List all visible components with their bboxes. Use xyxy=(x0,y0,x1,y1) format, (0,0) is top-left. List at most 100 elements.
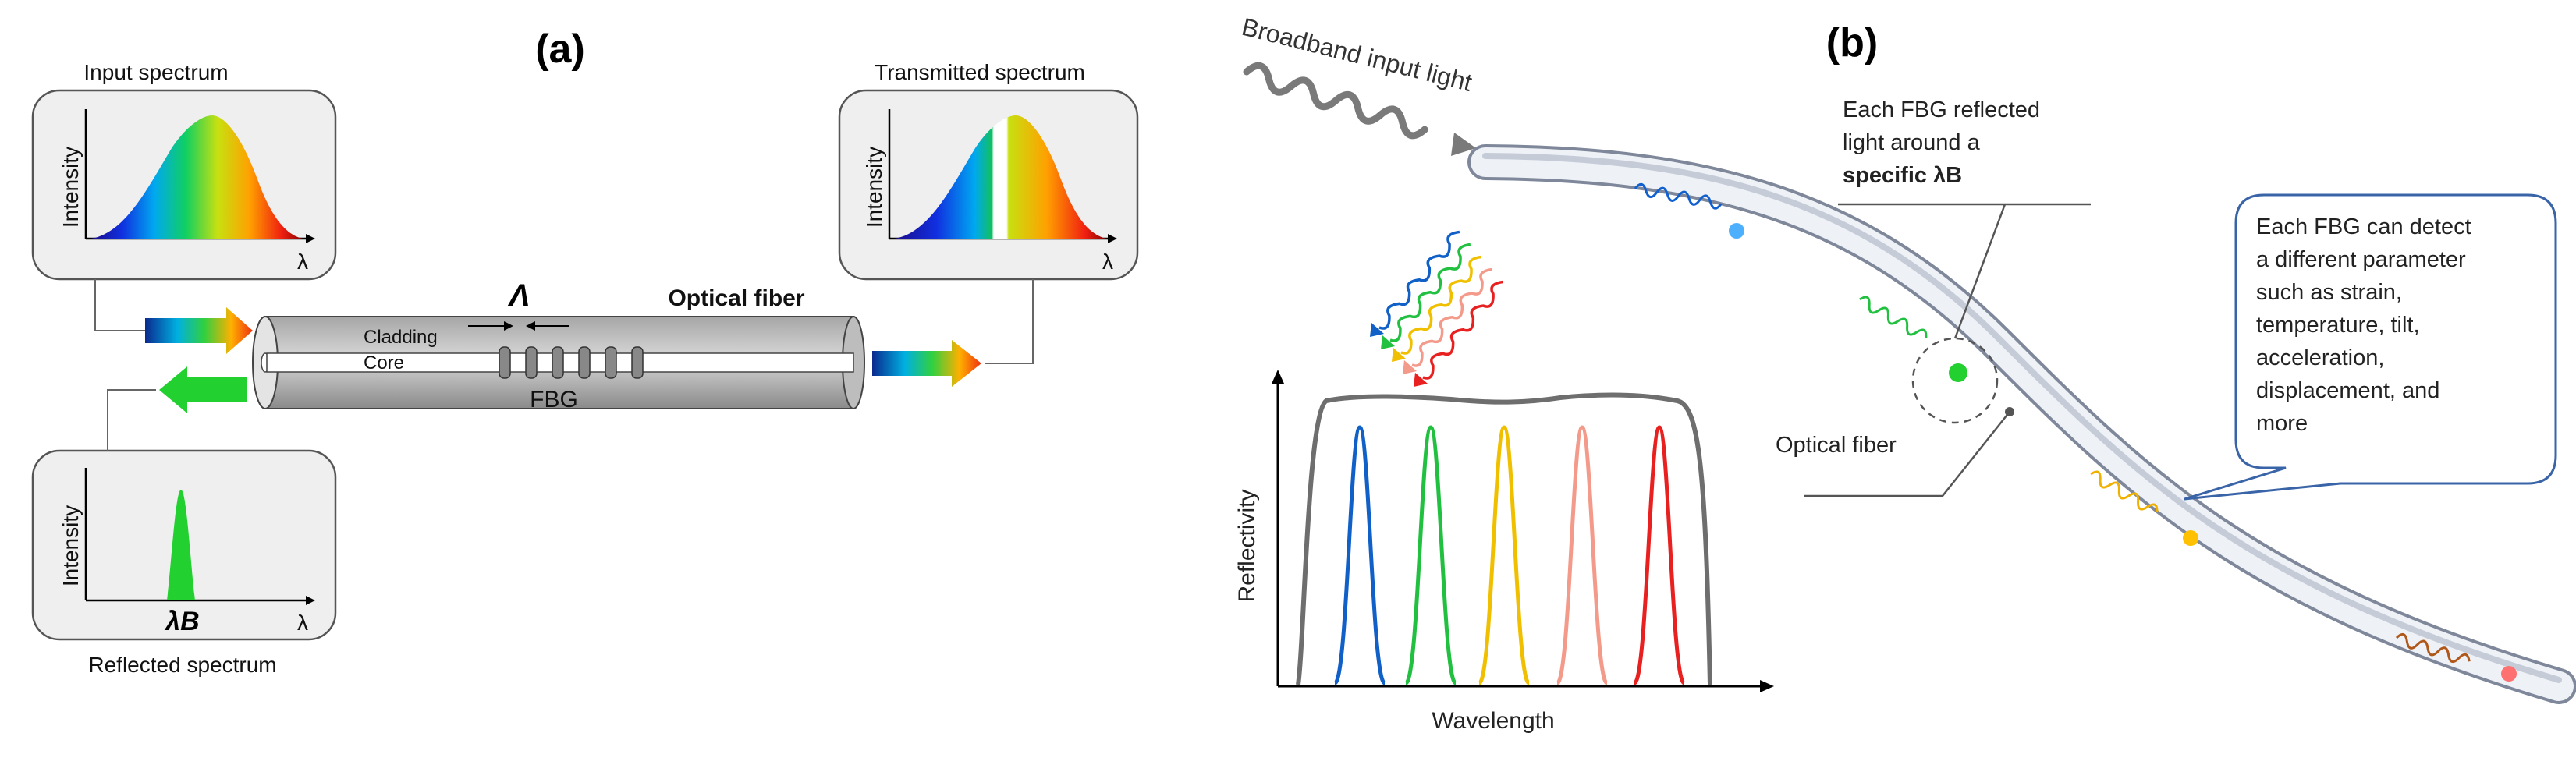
broadband-envelope xyxy=(1296,392,1712,685)
fiber-label-leader xyxy=(1942,411,2010,497)
glow-red xyxy=(2501,666,2517,682)
reflected-connector xyxy=(107,389,156,451)
transmitted-spectrum-curve xyxy=(894,115,1106,239)
chart-xlabel: Wavelength xyxy=(1432,708,1554,734)
fbg-label: FBG xyxy=(530,387,578,413)
input-spectrum-curve xyxy=(90,115,303,239)
reflected-wave-arrowhead xyxy=(1381,335,1395,349)
callout-line: Each FBG can detect xyxy=(2256,214,2471,239)
fiber-label-dot xyxy=(2005,407,2014,416)
callout-line: a different parameter xyxy=(2256,247,2466,272)
fiber-wavelets xyxy=(1634,182,2517,682)
broadband-wave xyxy=(1243,62,1428,140)
callout-line: temperature, tilt, xyxy=(2256,313,2420,338)
callout-bubble: Each FBG can detect a different paramete… xyxy=(2184,193,2557,501)
period-label: Λ xyxy=(508,278,530,313)
broadband-wave-arrowhead xyxy=(1451,133,1476,156)
panel-b-label: (b) xyxy=(1826,20,1878,66)
input-light-arrow xyxy=(145,307,253,354)
fiber-label: Optical fiber xyxy=(1776,433,1897,458)
reflectivity-chart: Reflectivity Wavelength xyxy=(1234,370,1774,734)
reflected-wave-bundle xyxy=(1370,230,1504,387)
reflect-note-line: specific λB xyxy=(1843,163,1962,188)
input-light-label: Broadband input light xyxy=(1239,12,1474,97)
period-arrowhead-left xyxy=(504,321,513,331)
reflected-xlabel: λ xyxy=(297,611,308,635)
reflection-peak xyxy=(1555,425,1609,685)
wavelet-green xyxy=(1859,296,1928,338)
callout-line: such as strain, xyxy=(2256,280,2402,305)
wavelet-red xyxy=(2395,632,2471,664)
callout-line: displacement, and xyxy=(2256,378,2439,403)
reflection-peak xyxy=(1632,425,1687,685)
chart-y-arrowhead xyxy=(1272,370,1284,384)
glow-blue xyxy=(1729,223,1744,239)
reflected-ylabel: Intensity xyxy=(59,505,83,586)
fbg-gratings xyxy=(499,346,644,379)
input-x-arrowhead xyxy=(306,234,315,243)
chart-ylabel: Reflectivity xyxy=(1234,489,1260,602)
grating-line xyxy=(525,346,538,379)
period-arrowhead-right xyxy=(526,321,535,331)
grating-line xyxy=(631,346,644,379)
core-label: Core xyxy=(364,352,404,374)
reflected-wave-arrowhead xyxy=(1403,360,1417,374)
reflect-note-line: Each FBG reflected xyxy=(1843,97,2040,122)
transmitted-connector xyxy=(985,279,1034,364)
reflect-note: Each FBG reflected light around a specif… xyxy=(1838,97,2091,339)
reflection-peaks xyxy=(1332,425,1687,685)
reflect-note-line: light around a xyxy=(1843,130,1981,155)
panel-a-label: (a) xyxy=(535,27,585,72)
reflected-wave xyxy=(1422,280,1504,380)
grating-line xyxy=(605,346,617,379)
grating-line xyxy=(578,346,591,379)
reflected-wave xyxy=(1389,243,1471,342)
reflected-wave-arrowhead xyxy=(1414,373,1428,387)
grating-line xyxy=(499,346,511,379)
input-spectrum: Input spectrum Intensity λ xyxy=(31,60,337,281)
reflection-peak xyxy=(1477,425,1531,685)
wavelet-yellow xyxy=(2090,470,2159,513)
transmitted-spectrum-title: Transmitted spectrum xyxy=(875,60,1085,84)
grating-line xyxy=(552,346,564,379)
transmitted-ylabel: Intensity xyxy=(862,147,886,228)
reflected-light-arrow xyxy=(159,366,247,413)
input-spectrum-title: Input spectrum xyxy=(83,60,228,84)
cladding-label: Cladding xyxy=(364,327,438,348)
reflection-peak xyxy=(1403,425,1458,685)
input-connector xyxy=(94,279,145,331)
fbg-highlight-circle xyxy=(1911,337,1999,424)
reflected-wave-arrowhead xyxy=(1370,323,1384,337)
fiber-body xyxy=(1471,147,2574,701)
glow-green xyxy=(1949,363,1967,382)
fiber-cylinder: Λ Cladding Core FBG Optical fiber xyxy=(252,278,865,413)
wavelet-blue xyxy=(1634,182,1723,210)
reflected-wave xyxy=(1411,267,1493,367)
input-xlabel: λ xyxy=(297,250,308,274)
reflect-note-leader xyxy=(1953,204,2007,339)
reflected-spectrum-title: Reflected spectrum xyxy=(88,653,276,677)
reflection-peak xyxy=(1332,425,1387,685)
transmitted-spectrum: Transmitted spectrum Intensity λ xyxy=(838,60,1139,281)
callout-shape xyxy=(2184,193,2557,501)
transmitted-x-arrowhead xyxy=(1108,234,1117,243)
callout-line: acceleration, xyxy=(2256,345,2384,370)
reflected-spectrum: Intensity λB λ Reflected spectrum xyxy=(31,449,337,677)
reflected-wave xyxy=(1378,230,1460,330)
reflected-peak xyxy=(167,490,195,600)
reflected-wave xyxy=(1400,255,1482,355)
transmitted-light-arrow xyxy=(872,340,981,387)
input-ylabel: Intensity xyxy=(59,147,83,228)
glow-yellow xyxy=(2183,530,2198,546)
optical-fiber-title: Optical fiber xyxy=(668,285,804,311)
chart-x-arrowhead xyxy=(1760,680,1774,692)
fiber-label-group: Optical fiber xyxy=(1776,407,2014,497)
transmitted-xlabel: λ xyxy=(1102,250,1113,274)
fiber-highlight xyxy=(1482,153,2562,683)
callout-line: more xyxy=(2256,411,2308,436)
reflected-peak-label: λB xyxy=(164,607,199,636)
reflected-x-arrowhead xyxy=(306,596,315,605)
reflected-wave-arrowhead xyxy=(1392,348,1406,362)
